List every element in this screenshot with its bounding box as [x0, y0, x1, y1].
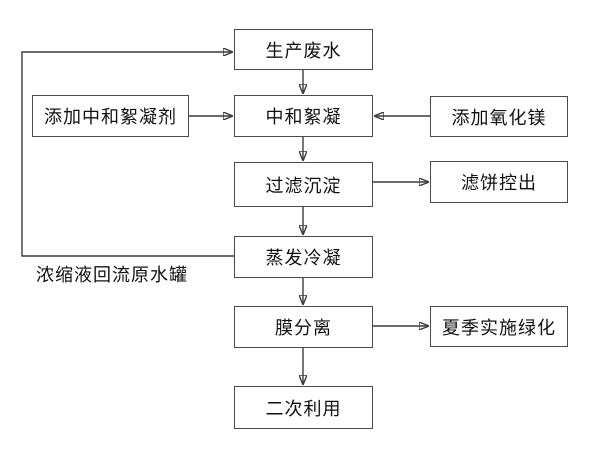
node-summer-greening: 夏季实施绿化 [430, 306, 568, 347]
node-secondary-use: 二次利用 [234, 386, 373, 429]
node-production-wastewater-label: 生产废水 [265, 40, 342, 61]
node-add-magnesium-oxide: 添加氧化镁 [430, 96, 568, 137]
node-secondary-use-label: 二次利用 [265, 398, 342, 419]
node-add-neutralizing-flocculant: 添加中和絮凝剂 [32, 95, 189, 137]
node-evaporation-condensation: 蒸发冷凝 [234, 236, 373, 278]
node-filter-cake-discharge: 滤饼控出 [430, 161, 568, 203]
node-membrane-separation-label: 膜分离 [275, 318, 332, 338]
node-evaporation-condensation-label: 蒸发冷凝 [265, 248, 342, 268]
node-production-wastewater: 生产废水 [234, 29, 373, 70]
node-neutralization-flocculation-label: 中和絮凝 [265, 107, 342, 127]
node-add-magnesium-oxide-label: 添加氧化镁 [451, 107, 547, 128]
node-neutralization-flocculation: 中和絮凝 [234, 95, 373, 137]
node-filtration-sedimentation-label: 过滤沉淀 [265, 175, 342, 196]
node-add-neutralizing-flocculant-label: 添加中和絮凝剂 [44, 107, 177, 127]
node-membrane-separation: 膜分离 [234, 306, 373, 348]
recycle-line-label: 浓缩液回流原水罐 [36, 265, 188, 285]
node-filtration-sedimentation: 过滤沉淀 [234, 162, 373, 207]
edge-evaporation-to-production-recycle [21, 52, 234, 257]
node-filter-cake-discharge-label: 滤饼控出 [461, 173, 537, 193]
node-summer-greening-label: 夏季实施绿化 [442, 317, 556, 338]
